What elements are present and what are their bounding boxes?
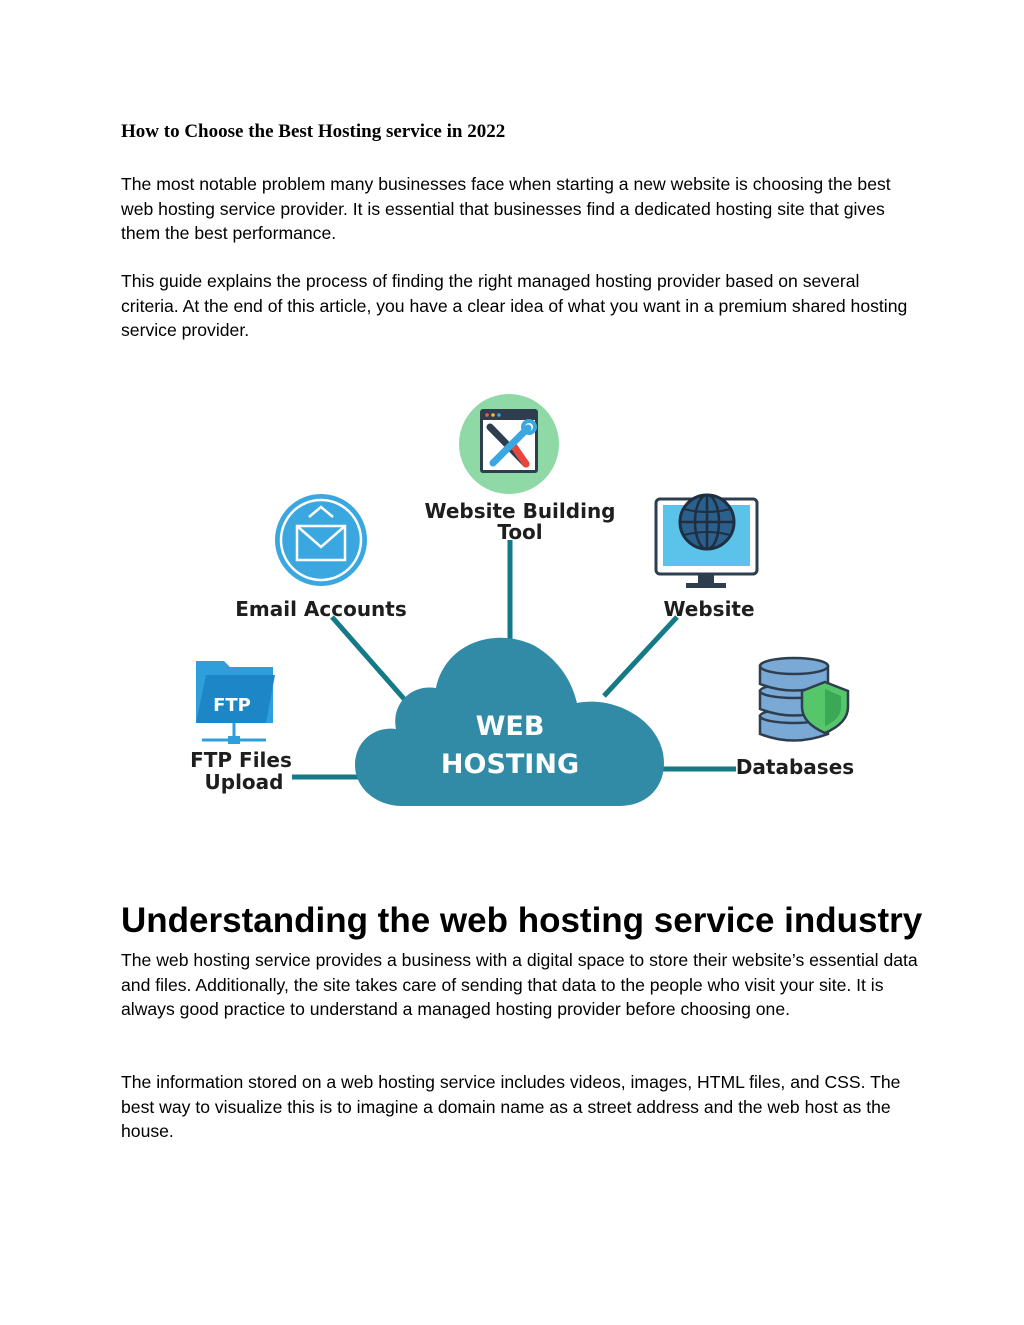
website-node: Website: [654, 493, 759, 621]
email-accounts-node: Email Accounts: [235, 494, 407, 621]
section-paragraph-1: The web hosting service provides a busin…: [121, 950, 918, 1019]
cloud-shape: [355, 637, 664, 806]
ftp-upload-node: FTP FTP Files Upload: [190, 661, 292, 794]
ftp-label-line1: FTP Files: [190, 748, 292, 772]
intro-paragraph-1: The most notable problem many businesses…: [121, 174, 891, 243]
ftp-label-line2: Upload: [205, 770, 284, 794]
cloud-label-line2: HOSTING: [441, 749, 579, 780]
section-heading: Understanding the web hosting service in…: [121, 901, 923, 940]
intro-paragraph-2: This guide explains the process of findi…: [121, 271, 908, 340]
website-label: Website: [663, 597, 754, 621]
website-building-label-line2: Tool: [497, 520, 542, 544]
page-title: How to Choose the Best Hosting service i…: [121, 121, 506, 142]
section-paragraph-2: The information stored on a web hosting …: [121, 1072, 901, 1141]
cloud-label-line1: WEB: [476, 711, 545, 742]
envelope-icon: [295, 505, 347, 562]
website-building-tool-node: Website Building Tool: [425, 394, 616, 544]
databases-node: Databases: [736, 656, 854, 779]
connector-lines: [292, 540, 736, 780]
connector-website: [602, 615, 679, 698]
monitor-globe-icon: [654, 493, 759, 588]
email-circle: [275, 494, 367, 586]
website-building-label-line1: Website Building: [425, 499, 616, 523]
database-shield-icon: [758, 656, 850, 742]
databases-label: Databases: [736, 755, 854, 779]
tools-icon: [480, 409, 538, 473]
ftp-folder-icon: FTP: [196, 661, 275, 744]
web-hosting-diagram: WEB HOSTING Website Building Tool: [180, 385, 870, 815]
email-label: Email Accounts: [235, 597, 407, 621]
ftp-folder-text: FTP: [213, 695, 251, 716]
connector-email: [330, 615, 407, 702]
web-hosting-cloud: WEB HOSTING: [355, 637, 664, 806]
